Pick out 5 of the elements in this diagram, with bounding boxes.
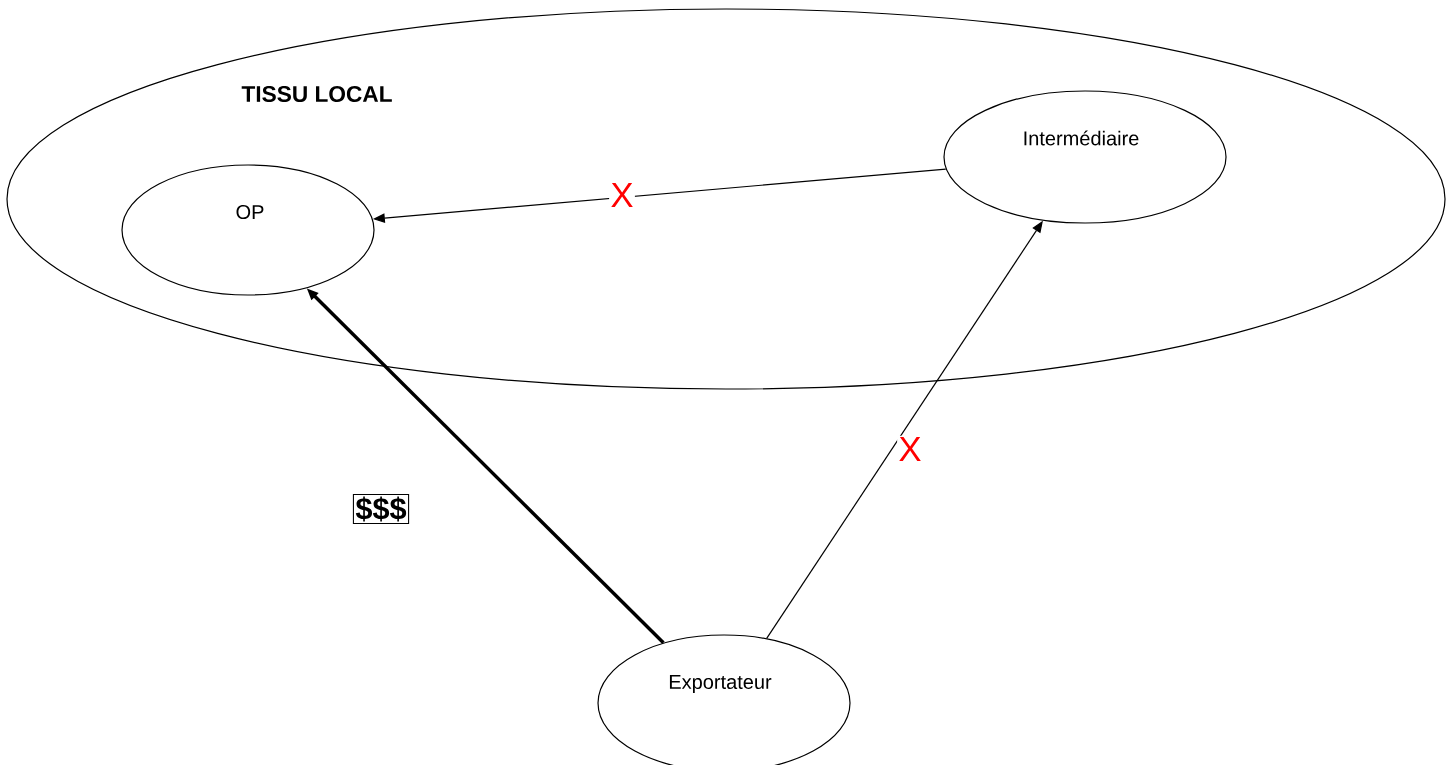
boxed-label: $$$ bbox=[352, 493, 410, 525]
ellipse-node: Intermédiaire bbox=[943, 90, 1227, 224]
edge-label: X bbox=[609, 181, 635, 209]
ellipse-node: OP bbox=[121, 164, 375, 296]
edge-label: X bbox=[897, 435, 923, 463]
